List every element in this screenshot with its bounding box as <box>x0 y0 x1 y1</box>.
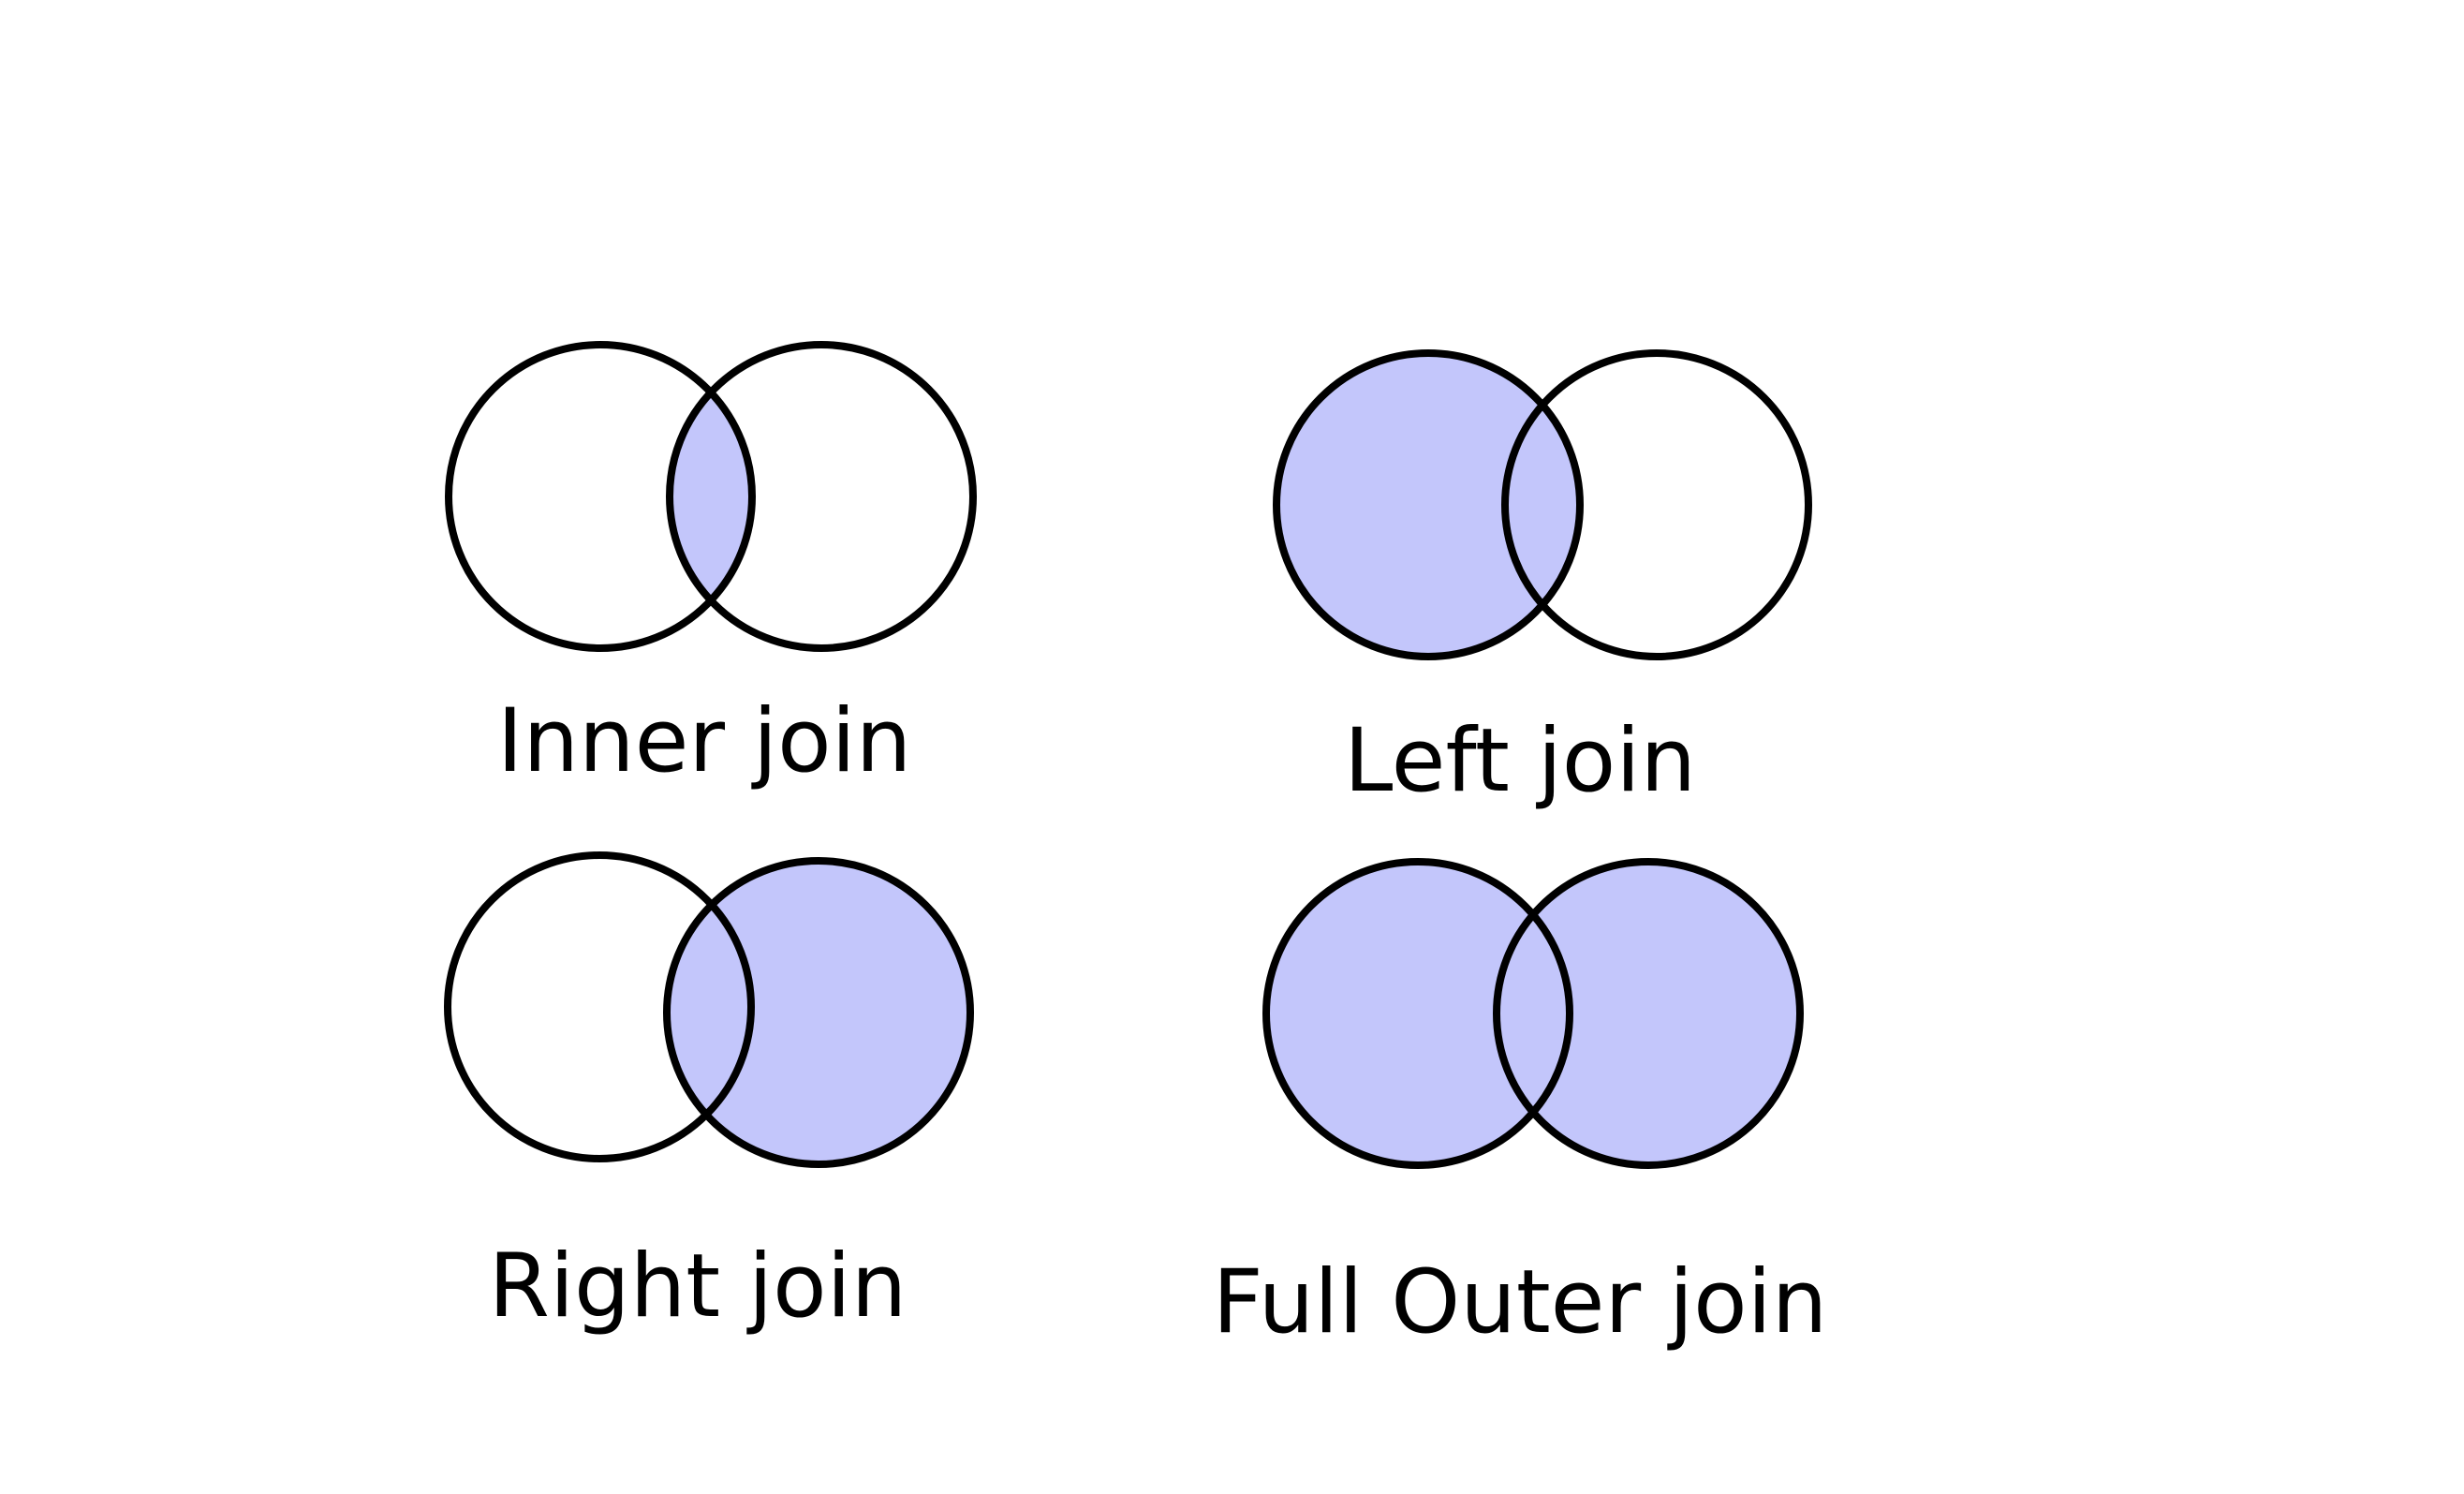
full-join-right-circle <box>1493 858 1804 1169</box>
venn-right-join: Right join <box>444 851 974 1338</box>
inner-join-right-circle <box>666 341 977 652</box>
full-join-right-fill <box>1497 862 1800 1165</box>
left-join-right-circle <box>1501 349 1812 660</box>
right-join-label: Right join <box>489 1235 907 1338</box>
right-join-right-circle <box>663 857 974 1168</box>
full-outer-join-label: Full Outer join <box>1213 1251 1828 1353</box>
left-join-left-fill <box>1276 353 1580 657</box>
full-join-left-fill <box>1266 862 1570 1165</box>
left-join-left-circle <box>1273 349 1584 660</box>
left-join-label: Left join <box>1344 710 1696 812</box>
right-join-left-circle <box>444 851 755 1162</box>
venn-inner-join: Inner join <box>445 341 977 792</box>
venn-left-join: Left join <box>1273 349 1812 812</box>
inner-join-label: Inner join <box>497 690 912 792</box>
venn-full-outer-join: Full Outer join <box>1213 858 1828 1353</box>
right-join-right-fill <box>667 861 970 1164</box>
full-join-left-circle <box>1262 858 1573 1169</box>
inner-join-left-circle <box>445 341 756 652</box>
